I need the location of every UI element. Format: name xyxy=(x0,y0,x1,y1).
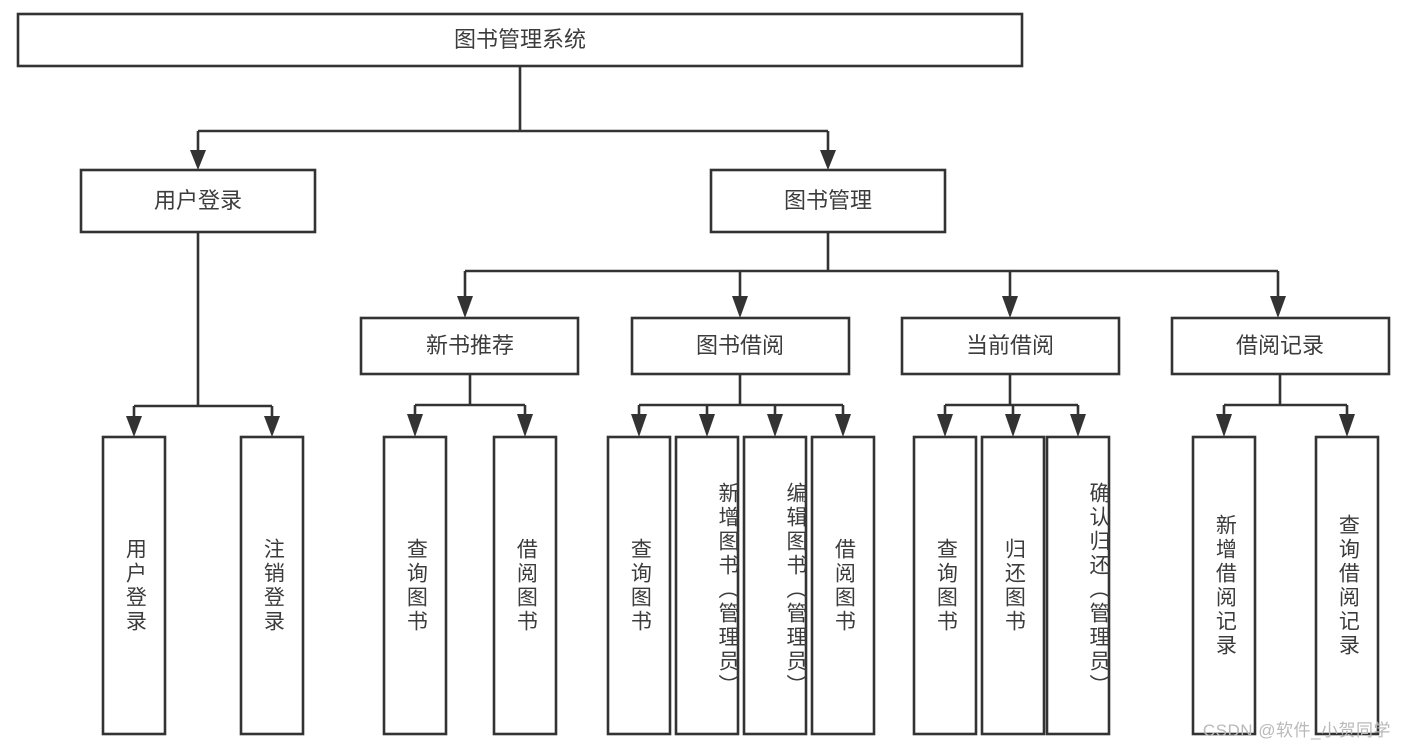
node-leaf-query-book-1-box[interactable] xyxy=(382,435,448,736)
node-book-borrow-box[interactable] xyxy=(630,316,851,376)
node-book-borrow-label: 图书借阅 xyxy=(696,333,784,358)
arrow-head-leaf-borrow-book-1 xyxy=(517,414,533,437)
arrow-head-leaf-confirm-return xyxy=(1070,414,1086,437)
node-user-login-label: 用户登录 xyxy=(154,188,242,213)
arrow-head-current-borrow xyxy=(1002,296,1018,318)
csdn-watermark: CSDN @软件_小贺同学 xyxy=(1202,721,1391,740)
node-new-book-recommend-box[interactable] xyxy=(359,316,580,376)
arrow-head-book-borrow xyxy=(732,296,748,318)
node-current-borrow-label: 当前借阅 xyxy=(966,333,1054,358)
node-root-label: 图书管理系统 xyxy=(454,27,586,52)
arrow-head-leaf-add-book xyxy=(699,414,715,437)
node-new-book-recommend-label: 新书推荐 xyxy=(426,333,514,358)
node-leaf-add-book-box[interactable] xyxy=(674,435,740,736)
arrow-head-leaf-query-record xyxy=(1339,414,1355,437)
node-leaf-user-logout-box[interactable] xyxy=(239,435,305,736)
arrow-head-book-management xyxy=(820,150,836,170)
node-leaf-query-book-3-box[interactable] xyxy=(912,435,978,736)
arrow-head-leaf-query-book-1 xyxy=(407,414,423,437)
node-borrow-record-label: 借阅记录 xyxy=(1236,333,1324,358)
node-current-borrow-box[interactable] xyxy=(900,316,1121,376)
node-leaf-borrow-book-2-box[interactable] xyxy=(810,435,876,736)
arrow-head-leaf-edit-book xyxy=(767,414,783,437)
node-borrow-record-box[interactable] xyxy=(1170,316,1391,376)
node-leaf-return-book-box[interactable] xyxy=(980,435,1046,736)
node-root-box[interactable] xyxy=(16,12,1024,68)
arrow-head-leaf-query-book-2 xyxy=(631,414,647,437)
arrow-head-leaf-return-book xyxy=(1005,414,1021,437)
connector-layer xyxy=(126,66,1355,437)
arrow-head-leaf-user-login xyxy=(126,416,142,437)
arrow-head-new-book-recommend xyxy=(457,296,473,318)
arrow-head-borrow-record xyxy=(1270,296,1286,318)
arrow-head-leaf-user-logout xyxy=(264,416,280,437)
node-leaf-add-record-box[interactable] xyxy=(1191,435,1257,736)
node-leaf-user-login-box[interactable] xyxy=(101,435,167,736)
arrow-head-leaf-query-book-3 xyxy=(937,414,953,437)
node-book-management-label: 图书管理 xyxy=(784,188,872,213)
node-layer: 图书管理系统 用户登录 图书管理 新书推荐 图书借阅 当前借阅 借阅记录 xyxy=(16,12,1391,736)
node-leaf-edit-book-box[interactable] xyxy=(742,435,808,736)
node-book-management-box[interactable] xyxy=(709,168,947,234)
node-leaf-query-book-2-box[interactable] xyxy=(606,435,672,736)
node-leaf-confirm-return-box[interactable] xyxy=(1045,435,1111,736)
node-leaf-borrow-book-1-box[interactable] xyxy=(492,435,558,736)
arrow-head-leaf-borrow-book-2 xyxy=(835,414,851,437)
arrow-head-leaf-add-record xyxy=(1216,414,1232,437)
node-leaf-query-record-box[interactable] xyxy=(1314,435,1380,736)
arrow-head-user-login xyxy=(190,150,206,170)
node-user-login-box[interactable] xyxy=(79,168,317,234)
